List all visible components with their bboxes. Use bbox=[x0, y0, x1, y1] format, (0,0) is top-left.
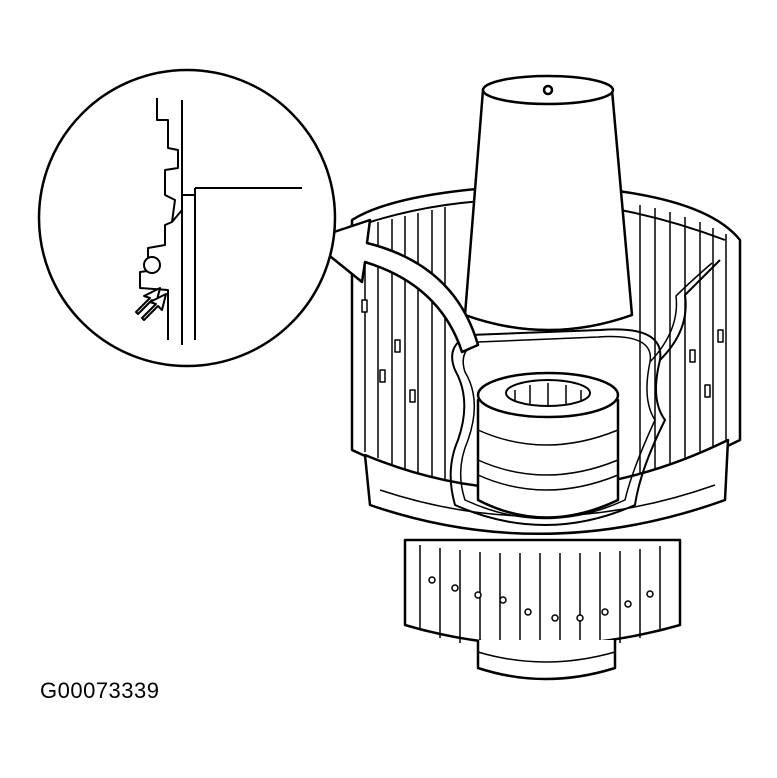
center-hub bbox=[476, 371, 620, 519]
detail-magnifier bbox=[37, 68, 337, 368]
installer-cone bbox=[463, 74, 634, 332]
bottom-hub bbox=[476, 640, 617, 681]
double-arrow-icon bbox=[135, 287, 167, 321]
figure-id-label: G00073339 bbox=[40, 678, 160, 703]
lower-drum bbox=[403, 538, 682, 653]
curved-arrow-icon bbox=[308, 218, 480, 354]
snap-ring bbox=[449, 259, 721, 526]
